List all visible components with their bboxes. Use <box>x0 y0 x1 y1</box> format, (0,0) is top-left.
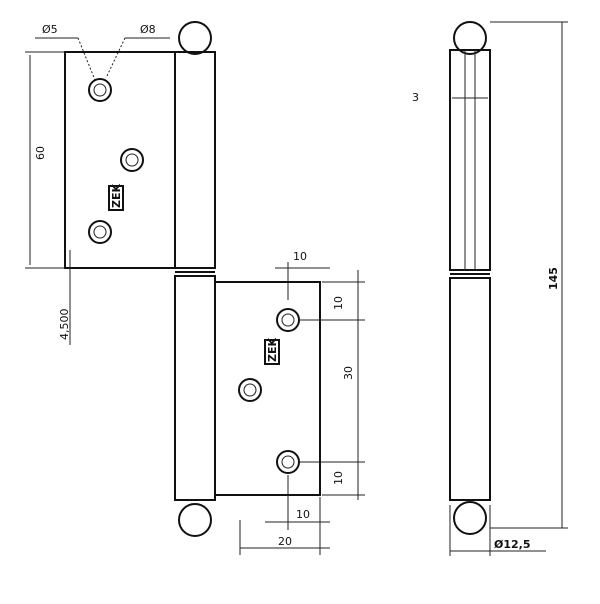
top-hole-y-label: 10 <box>332 296 345 310</box>
top-hole-x-label: 10 <box>293 250 307 263</box>
leaf-width-label: 20 <box>278 535 292 548</box>
svg-text:ZEK: ZEK <box>266 338 279 362</box>
bottom-hole-y-label: 10 <box>332 471 345 485</box>
logo-lower: ZEK <box>264 338 280 365</box>
lower-leaf-holes <box>238 308 300 474</box>
hole-spacing-label: 30 <box>342 366 355 380</box>
offset-label: 4,500 <box>58 309 71 341</box>
hole-diameter-outer-label: Ø8 <box>140 23 156 36</box>
side-bottom-ball <box>453 501 487 535</box>
lower-knuckle <box>174 275 216 501</box>
hole-diameter-inner-label: Ø5 <box>42 23 58 36</box>
lower-leaf <box>214 281 321 496</box>
logo-upper: ZEK <box>108 184 124 211</box>
bottom-ball-finial <box>178 503 212 537</box>
knuckle-diameter-label: Ø12,5 <box>494 538 531 551</box>
pin-gap-label: 3 <box>412 91 419 104</box>
diameter-leaders <box>35 37 170 81</box>
dimension-60 <box>25 51 65 269</box>
upper-leaf-height-label: 60 <box>34 146 47 160</box>
side-top-ball <box>453 21 487 55</box>
upper-knuckle <box>174 51 216 269</box>
svg-text:ZEK: ZEK <box>110 184 123 208</box>
top-ball-finial <box>178 21 212 55</box>
lower-dimension-lines <box>239 262 365 555</box>
upper-leaf-holes <box>88 78 144 244</box>
total-height-label: 145 <box>547 267 560 290</box>
side-lower-knuckle <box>449 277 491 501</box>
bottom-hole-x-label: 10 <box>296 508 310 521</box>
side-upper-knuckle <box>449 49 491 271</box>
dimension-145 <box>449 21 568 556</box>
